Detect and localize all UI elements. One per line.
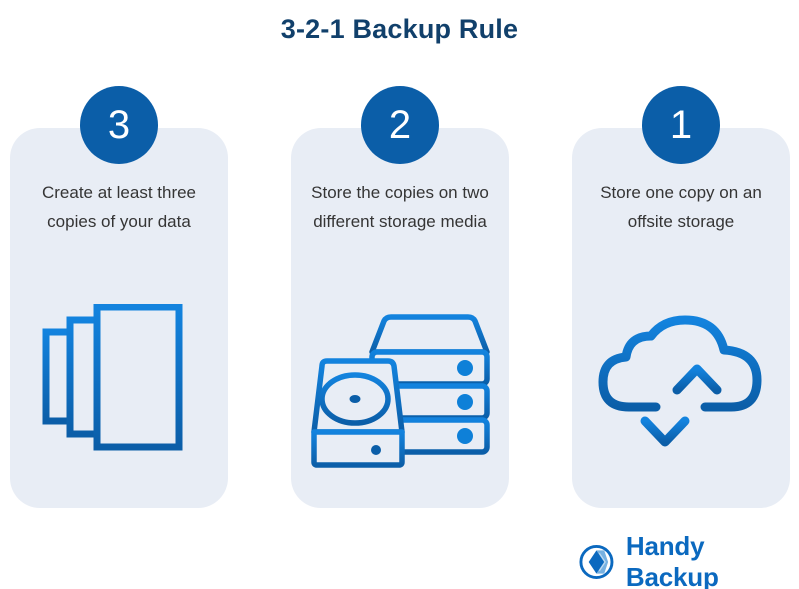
number-badge-1: 1 [642, 86, 720, 164]
handy-backup-logo-mark [579, 545, 614, 579]
rule-card-2: 2 Store the copies on two different stor… [291, 86, 509, 508]
brand-logo-text: Handy Backup [625, 531, 719, 589]
three-copies-icon [10, 294, 228, 484]
number-badge-3: 3 [80, 86, 158, 164]
page-title: 3-2-1 Backup Rule [280, 14, 519, 44]
card-caption-3: Create at least three copies of your dat… [41, 183, 197, 231]
card-caption-2: Store the copies on two different storag… [311, 183, 489, 231]
badge-number: 2 [388, 103, 412, 147]
brand-logo[interactable]: Handy Backup [578, 531, 799, 589]
card-caption-1: Store one copy on an offsite storage [600, 183, 762, 231]
number-badge-2: 2 [361, 86, 439, 164]
rule-card-3: 3 Create at least three copies of your d… [10, 86, 228, 508]
rule-card-1: 1 Store one copy on an offsite storage [572, 86, 790, 508]
badge-number: 1 [669, 103, 693, 147]
cards-row: 3 Create at least three copies of your d… [10, 86, 790, 508]
badge-number: 3 [107, 103, 131, 147]
cloud-upload-download-icon [572, 294, 790, 484]
server-and-disk-drive-icon [291, 294, 509, 484]
